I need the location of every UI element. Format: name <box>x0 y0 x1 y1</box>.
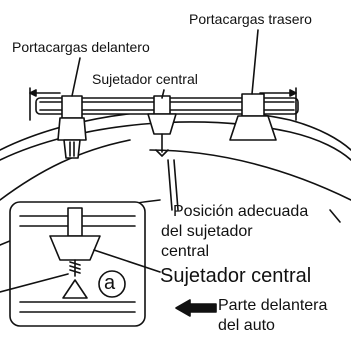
rear-carrier-shape <box>229 93 277 141</box>
leader-front <box>71 57 81 97</box>
label-front-line1: Parte delantera <box>218 297 328 314</box>
label-position-line1: Posición adecuada <box>173 203 309 220</box>
front-direction-arrow <box>175 299 217 317</box>
leader-position-3 <box>329 209 341 223</box>
front-carrier-shape <box>57 95 87 159</box>
label-front-line2: del auto <box>218 317 275 334</box>
roof-inner-line <box>0 121 351 161</box>
callout-a-label: a <box>104 272 116 294</box>
callout-a-circle <box>98 270 126 298</box>
leader-rear <box>251 29 259 95</box>
detail-arrow-up <box>62 279 88 299</box>
label-front-carrier: Portacargas delantero <box>12 39 150 55</box>
windshield-line <box>0 139 131 201</box>
leader-left-edge <box>0 273 69 293</box>
center-clamp-shape <box>147 95 177 157</box>
detail-clamp-shape <box>49 207 101 299</box>
label-position-line2: del sujetador <box>161 223 253 240</box>
label-rear-carrier: Portacargas trasero <box>189 11 312 27</box>
label-center-clamp: Sujetador central <box>92 71 198 87</box>
door-line <box>149 149 351 201</box>
label-position-line3: central <box>161 243 210 260</box>
label-center-clamp-detail: Sujetador central <box>160 265 312 287</box>
leader-position-1 <box>167 159 173 211</box>
leader-center <box>161 89 165 99</box>
leader-detail-clamp <box>93 249 161 273</box>
leader-position-2 <box>173 159 179 211</box>
